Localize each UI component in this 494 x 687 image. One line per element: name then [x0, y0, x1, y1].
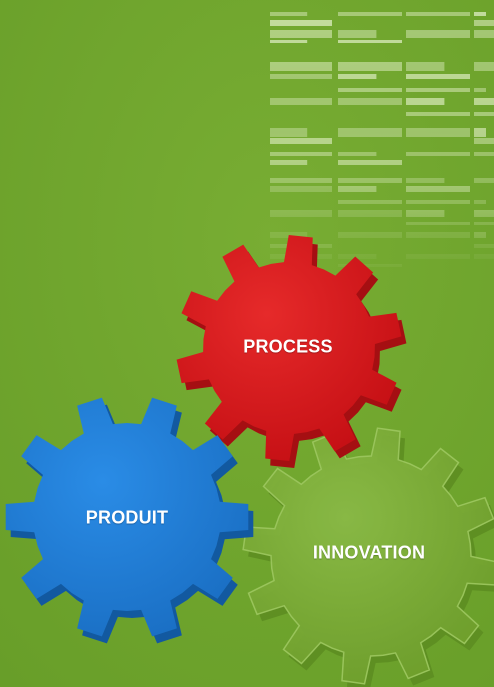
data-bar [338, 232, 402, 238]
data-bar [474, 254, 494, 259]
data-bar [406, 30, 470, 38]
gear-produit [5, 397, 254, 644]
data-bar [474, 232, 486, 238]
data-bar [338, 254, 377, 259]
data-bar [406, 88, 470, 92]
data-bar [474, 152, 494, 156]
data-bars-decoration [270, 12, 494, 267]
data-bar [474, 62, 494, 71]
data-bar [270, 152, 332, 156]
data-bar [406, 62, 445, 71]
data-bar [270, 20, 332, 26]
data-bar [474, 222, 494, 225]
data-bar [474, 210, 494, 217]
data-bar [270, 98, 332, 105]
data-bar [474, 30, 494, 38]
data-bar [338, 128, 402, 137]
data-bar [270, 128, 308, 137]
data-bar [338, 40, 402, 43]
data-bar [338, 152, 377, 156]
data-bar [338, 210, 402, 217]
data-bar [406, 152, 470, 156]
data-bar [474, 178, 494, 183]
data-bar [270, 74, 332, 79]
data-bar [474, 98, 494, 105]
data-bar [338, 62, 402, 71]
data-bar [270, 160, 308, 165]
data-bar [338, 160, 402, 165]
data-bar [270, 12, 308, 16]
data-bar [270, 210, 332, 217]
gear-process-face [176, 235, 402, 461]
data-bar [338, 98, 402, 105]
data-bar [338, 12, 402, 16]
data-bar [474, 88, 486, 92]
data-bar [406, 128, 470, 137]
data-bar [338, 88, 402, 92]
data-bar [406, 98, 445, 105]
gear-produit-face [5, 397, 249, 637]
data-bar [474, 20, 494, 26]
data-bar [338, 30, 377, 38]
data-bar [406, 232, 470, 238]
data-bar [270, 178, 332, 183]
data-bar [406, 222, 470, 225]
data-bar [270, 232, 308, 238]
data-bar [270, 40, 308, 43]
data-bar [474, 244, 494, 248]
data-bar [406, 186, 470, 192]
data-bar [406, 112, 470, 116]
data-bar [474, 200, 486, 204]
gear-process [176, 235, 407, 468]
data-bar [406, 12, 470, 16]
gear-innovation-face [242, 427, 494, 685]
data-bar [406, 200, 470, 204]
data-bar [406, 178, 445, 183]
data-bar [338, 178, 402, 183]
data-bar [474, 138, 494, 144]
gear-innovation [242, 427, 494, 687]
data-bar [406, 254, 470, 259]
data-bar [338, 200, 402, 204]
data-bar [270, 138, 332, 144]
data-bar [474, 128, 486, 137]
data-bar [338, 186, 377, 192]
data-bar [270, 62, 332, 71]
data-bar [270, 30, 332, 38]
data-bar [474, 112, 494, 116]
data-bar [338, 264, 402, 267]
data-bar [270, 186, 332, 192]
data-bar [474, 12, 486, 16]
data-bar [406, 210, 445, 217]
data-bar [338, 74, 377, 79]
data-bar [406, 74, 470, 79]
